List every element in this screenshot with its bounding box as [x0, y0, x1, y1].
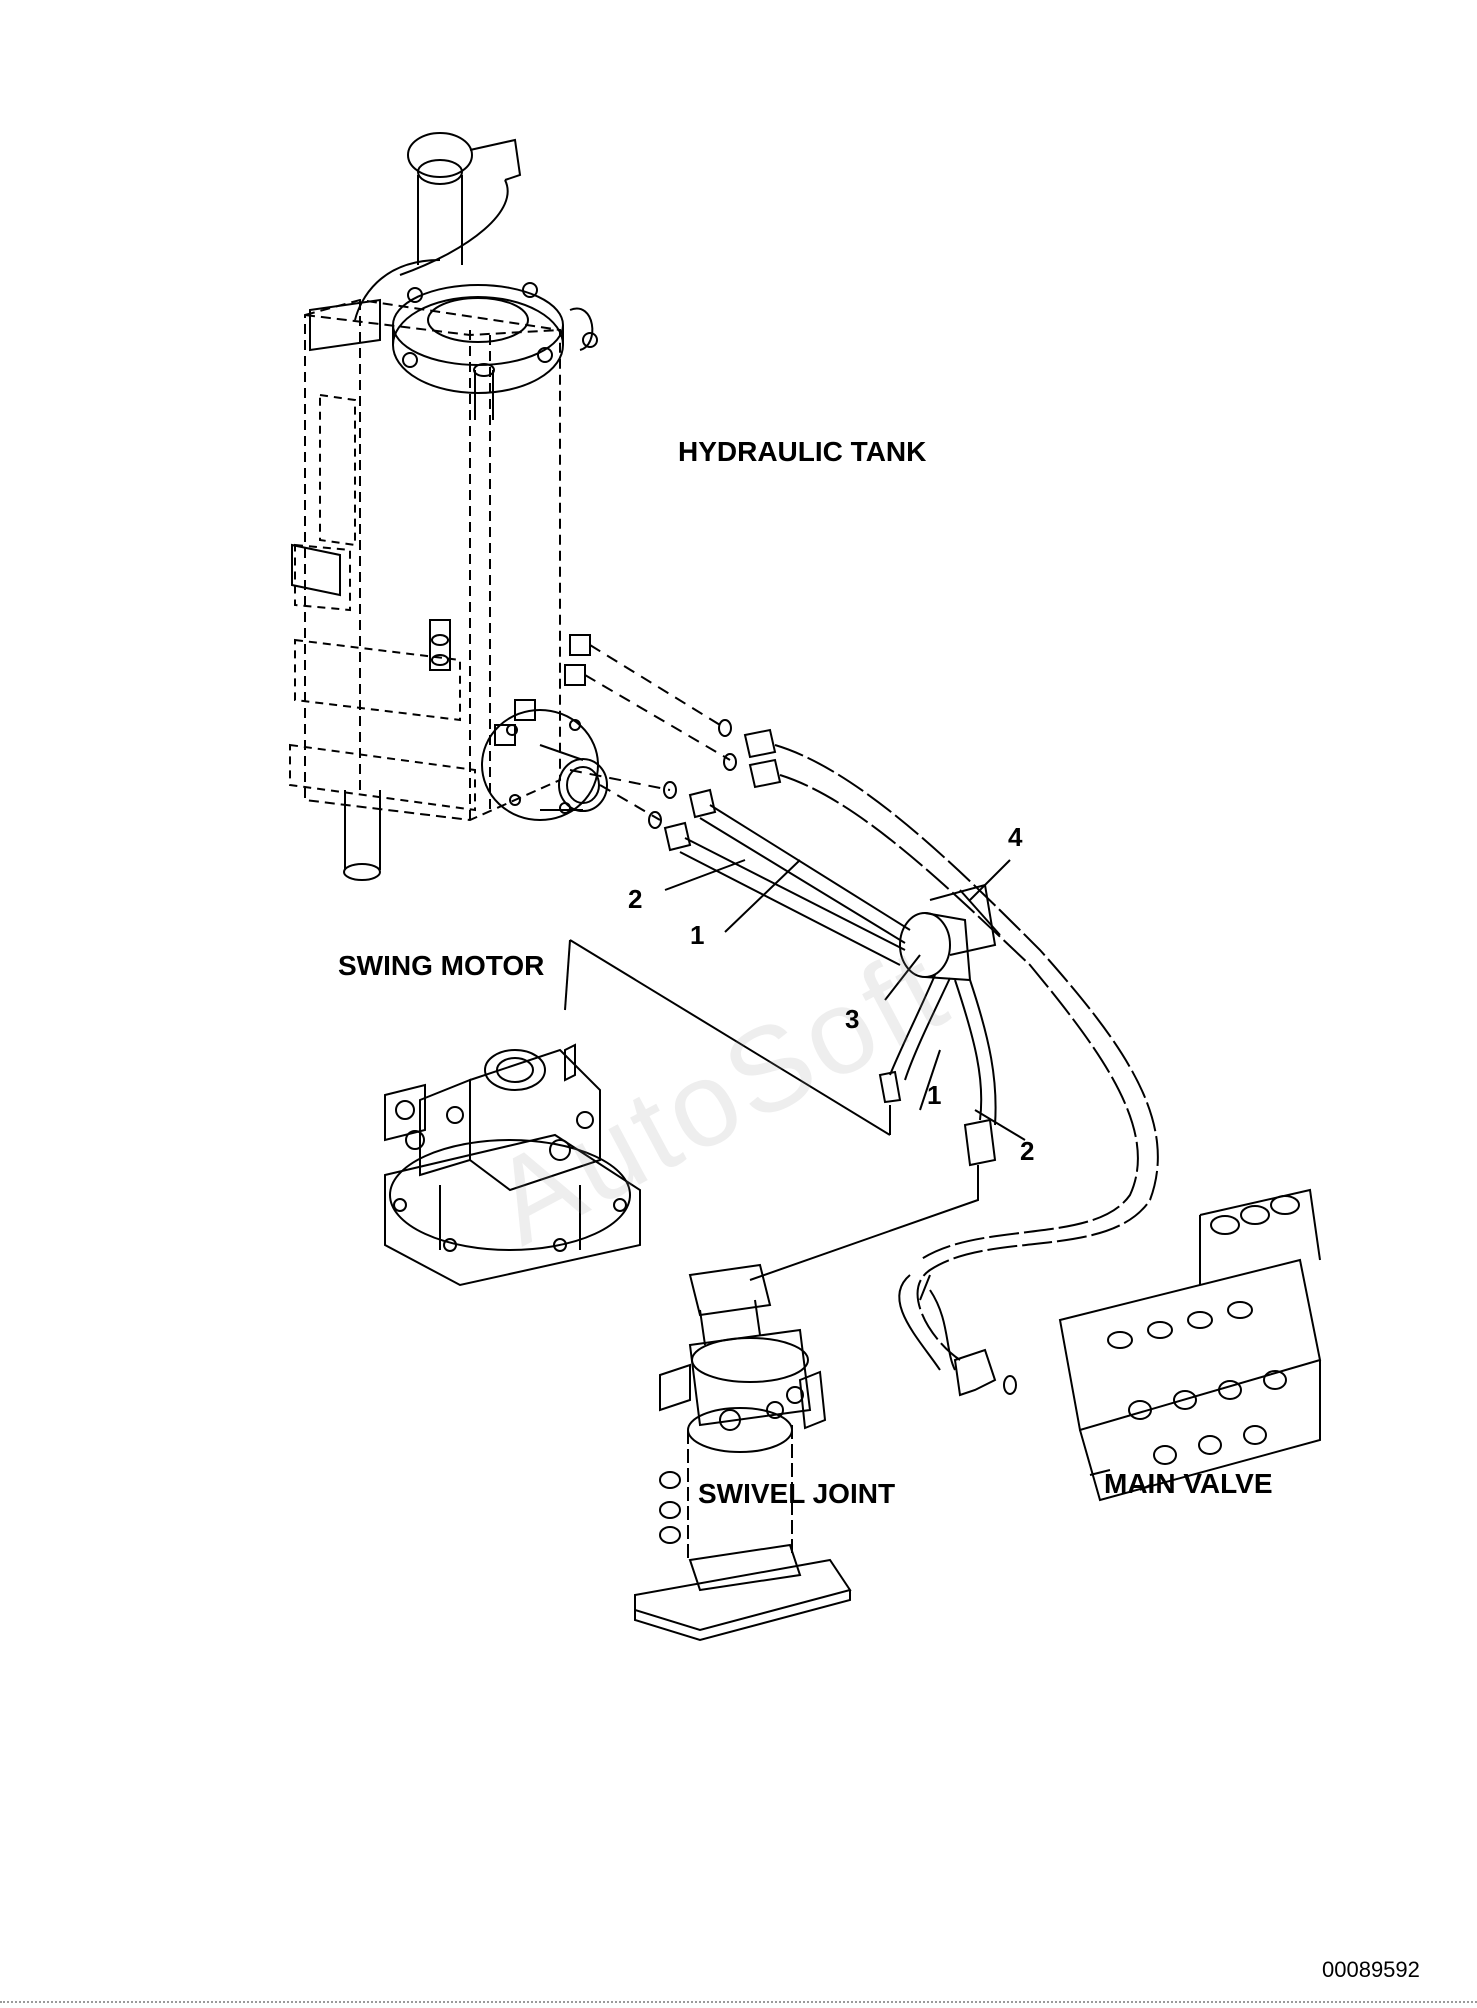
callout-2-upper: 2: [628, 884, 643, 914]
callout-2-lower: 2: [1020, 1136, 1035, 1166]
document-number: 00089592: [1322, 1957, 1420, 1982]
callout-leaders: [664, 859, 1026, 1141]
swivel-joint-drawing: [634, 1263, 852, 1642]
bottom-dotted-border: [0, 2001, 1477, 2003]
callout-1-lower: 1: [927, 1080, 942, 1110]
label-main-valve: MAIN VALVE: [1104, 1468, 1273, 1499]
main-valve-drawing: [1058, 1188, 1322, 1502]
swing-motor-drawing: [384, 1043, 641, 1287]
label-swing-motor: SWING MOTOR: [338, 950, 545, 981]
callout-1-upper: 1: [690, 920, 705, 950]
hose-assembly: [564, 728, 1159, 1397]
callout-3: 3: [845, 1004, 860, 1034]
callout-4: 4: [1008, 822, 1023, 852]
hydraulic-tank-drawing: [289, 132, 737, 881]
label-swivel-joint: SWIVEL JOINT: [698, 1478, 896, 1509]
label-hydraulic-tank: HYDRAULIC TANK: [678, 436, 927, 467]
